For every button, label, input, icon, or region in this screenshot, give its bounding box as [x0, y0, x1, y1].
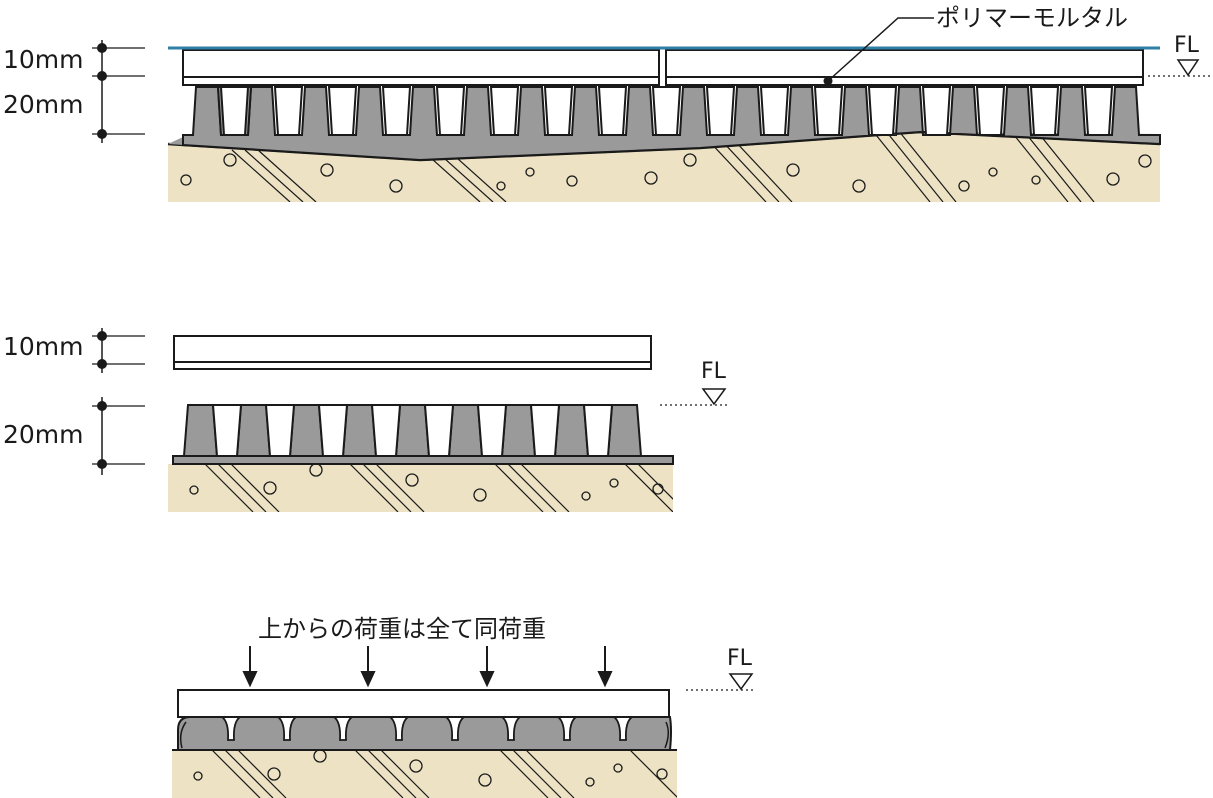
mat-base-plate [172, 455, 674, 465]
dot-icon [97, 71, 107, 81]
ground-hatch [211, 750, 677, 798]
surface-board-3 [177, 689, 670, 718]
ground-pebbles [193, 749, 668, 787]
dim-20mm-label: 20mm [3, 90, 84, 119]
fl-label: FL [727, 646, 753, 671]
ground-fill [168, 132, 1160, 202]
mat-cavities [211, 404, 614, 457]
triangle-down-icon [1176, 59, 1200, 77]
dot-icon [97, 401, 107, 411]
load-note-label: 上からの荷重は全て同荷重 [258, 615, 546, 643]
board-right [665, 49, 1144, 78]
surface-board-2 [173, 335, 652, 370]
ground-section-2 [168, 463, 673, 512]
ground-hatch [204, 464, 673, 512]
dot-icon [97, 331, 107, 341]
board-left-underlayer [182, 76, 660, 86]
fl-marker-2: FL [660, 359, 728, 406]
dim-10mm-label: 10mm [3, 45, 84, 74]
ground-section-3 [172, 749, 677, 798]
panel-middle-exploded: FL 10mm 20mm [3, 328, 728, 512]
mat-cavities [219, 86, 1114, 136]
fl-label: FL [1174, 33, 1200, 58]
board-right-underlayer [665, 76, 1144, 86]
ground-fill [168, 464, 673, 512]
fl-label: FL [701, 359, 727, 384]
ground-pebbles [189, 463, 664, 502]
mortar-label: ポリマーモルタル [936, 4, 1128, 32]
triangle-down-icon [728, 673, 754, 691]
dot-icon [97, 459, 107, 469]
dimension-scale-1: 10mm 20mm [3, 40, 145, 143]
board-left [182, 49, 660, 78]
triangle-down-icon [701, 388, 727, 406]
fl-marker-1: FL [1148, 33, 1213, 77]
dot-icon [97, 129, 107, 139]
dim-10mm-label: 10mm [3, 332, 84, 361]
ground-fill [172, 750, 677, 798]
down-arrow-icon [597, 646, 613, 688]
panel-bottom-load: 上からの荷重は全て同荷重 FL [172, 615, 756, 798]
panel-top-installed: ポリマーモルタル FL 10mm 20mm [3, 4, 1213, 202]
leader-dot-icon [823, 76, 833, 86]
fl-marker-3: FL [686, 646, 756, 691]
surface-boards-1 [182, 49, 1144, 86]
mat-body [177, 716, 672, 751]
board [173, 335, 652, 363]
mat-lobes [179, 721, 669, 749]
drainage-mat-compressed [172, 716, 677, 751]
down-arrow-icon [242, 646, 258, 688]
mortar-leader: ポリマーモルタル [823, 4, 1128, 86]
dot-icon [97, 43, 107, 53]
drainage-mat-1 [168, 86, 1161, 162]
dot-icon [97, 359, 107, 369]
drainage-mat-2 [172, 404, 674, 465]
mat-cavities [219, 716, 635, 741]
board-underlayer [173, 361, 652, 370]
down-arrow-icon [360, 646, 376, 688]
dim-20mm-label: 20mm [3, 420, 84, 449]
dimension-scale-2: 10mm 20mm [3, 328, 145, 475]
down-arrow-icon [479, 646, 495, 688]
load-arrows [242, 646, 613, 688]
ground-pebbles [180, 153, 1152, 193]
